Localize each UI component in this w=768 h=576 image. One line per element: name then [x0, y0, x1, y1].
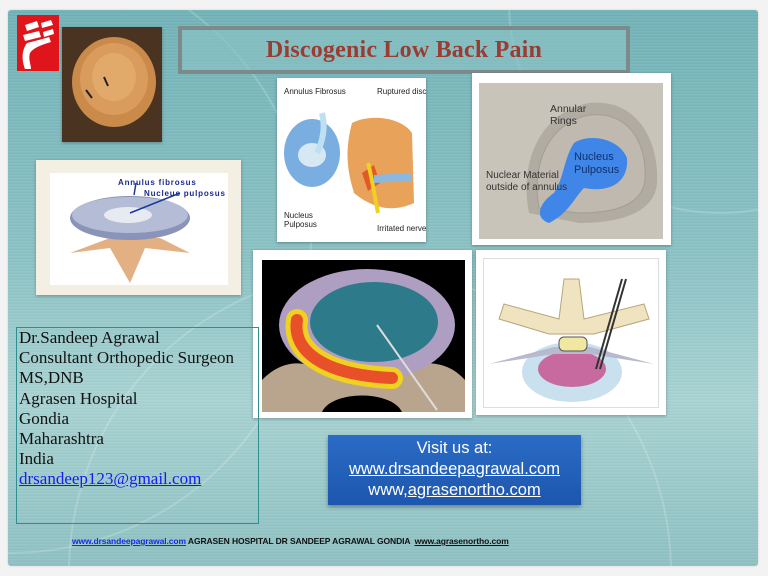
annular-rings-image: Annular Rings Nucleus Pulposus Nuclear M…: [472, 73, 671, 245]
label-nucleus-pulposus: Nucleus pulposus: [144, 189, 226, 198]
label-ruptured-disc: Ruptured disc: [377, 87, 427, 96]
page-title: Discogenic Low Back Pain: [265, 36, 543, 63]
label-nuclear-material: Nuclear Material outside of annulus: [486, 170, 568, 193]
contact-info-box: Dr.Sandeep Agrawal Consultant Orthopedic…: [16, 327, 259, 524]
label-irritated-nerve: Irritated nerve: [377, 224, 427, 233]
label-annular-rings: Annular Rings: [550, 103, 587, 127]
city: Gondia: [19, 408, 70, 428]
doctor-name: Dr.Sandeep Agrawal: [19, 328, 160, 347]
disc-photo-image: [62, 27, 162, 142]
label-nucleus-pulposus: Nucleus Pulposus: [284, 211, 317, 229]
label-nucleus-pulposus: Nucleus Pulposus: [574, 151, 620, 176]
doctor-degrees: MS,DNB: [19, 368, 84, 388]
hospital-logo: [17, 15, 59, 71]
doctor-title: Consultant Orthopedic Surgeon: [19, 348, 234, 368]
ruptured-disc-image: Annulus Fibrosus Ruptured disc Nucleus P…: [277, 78, 426, 242]
footer-link-agrasenortho[interactable]: www.agrasenortho.com: [414, 536, 509, 546]
title-banner: Discogenic Low Back Pain: [178, 26, 630, 74]
website-link-drsandeepagrawal[interactable]: www.drsandeepagrawal.com: [349, 460, 560, 478]
country: India: [19, 449, 54, 469]
state: Maharashtra: [19, 429, 104, 449]
footer-link-drsandeepagrawal[interactable]: www.drsandeepagrawal.com: [72, 536, 186, 546]
visit-heading: Visit us at:: [416, 439, 493, 457]
footer-text: AGRASEN HOSPITAL DR SANDEEP AGRAWAL GOND…: [185, 536, 415, 546]
hospital-name: Agrasen Hospital: [19, 388, 138, 408]
footer-bar: www.drsandeepagrawal.com AGRASEN HOSPITA…: [72, 536, 509, 546]
link-prefix: www,: [368, 481, 408, 499]
disc-diagram-image: Annulus fibrosus Nucleus pulposus: [36, 160, 241, 295]
disc-annular-tear-image: [253, 250, 472, 418]
website-link-agrasenortho[interactable]: agrasenortho.com: [407, 481, 541, 499]
label-annulus-fibrosus: Annulus Fibrosus: [284, 87, 346, 96]
visit-us-box: Visit us at: www.drsandeepagrawal.com ww…: [328, 435, 581, 505]
email-link[interactable]: drsandeep123@gmail.com: [19, 469, 202, 489]
spine-logo-icon: [22, 20, 54, 69]
discectomy-image: [476, 250, 666, 415]
label-annulus-fibrosus: Annulus fibrosus: [118, 178, 197, 187]
disc-photo: [62, 27, 162, 142]
